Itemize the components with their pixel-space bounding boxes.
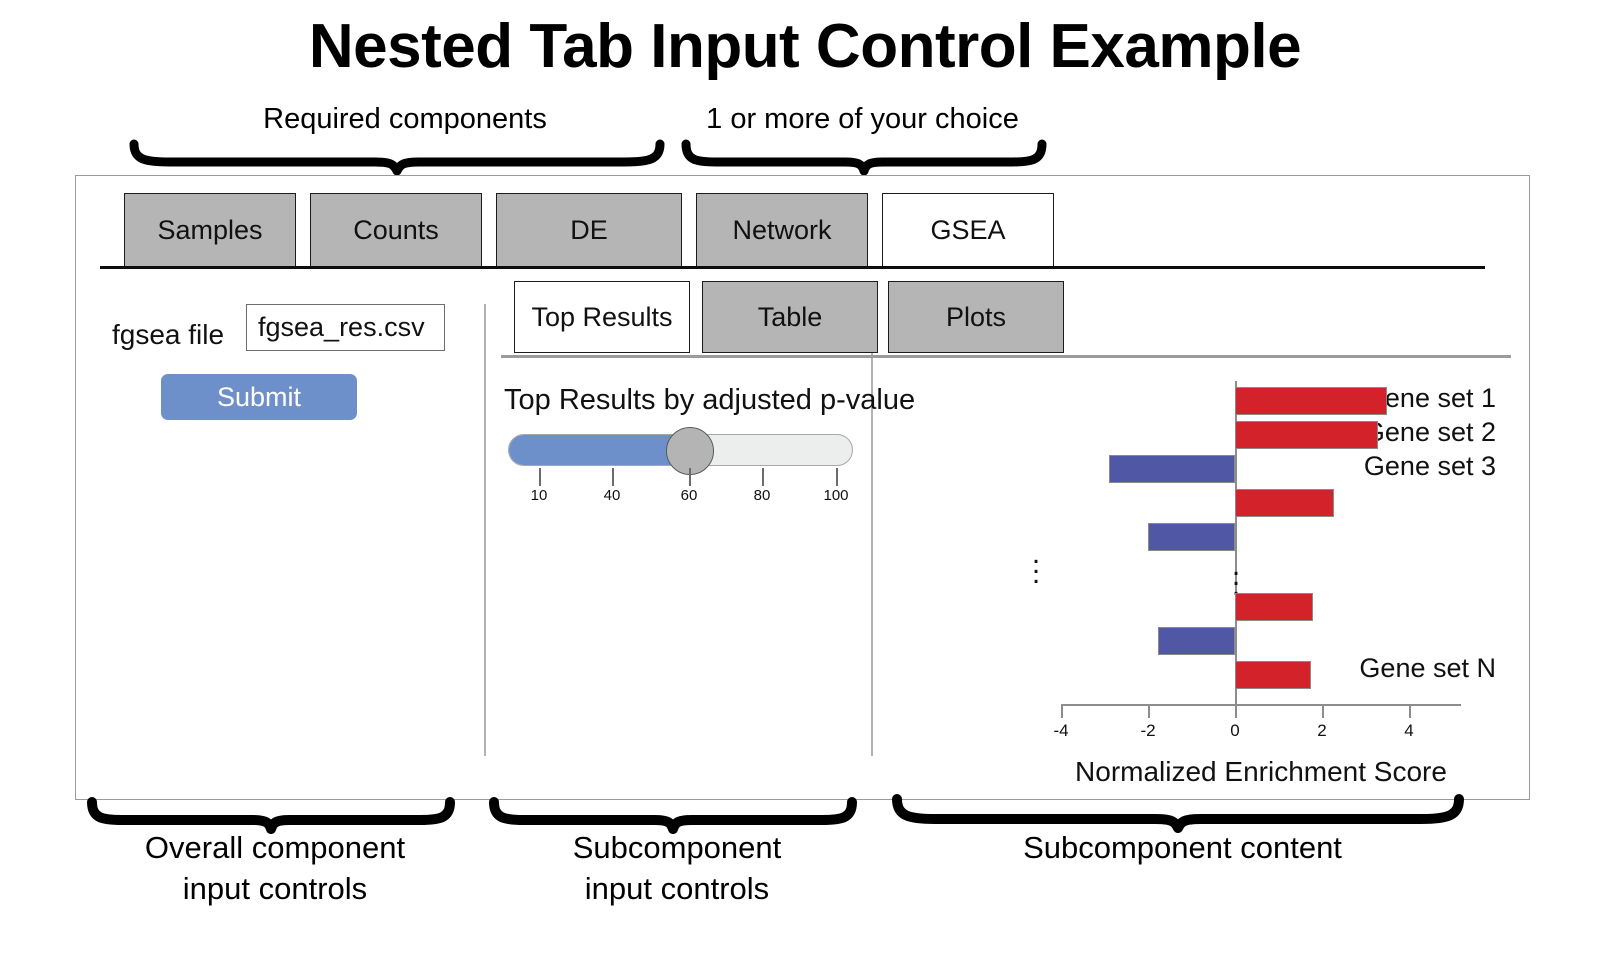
slider-knob[interactable] [666,427,714,475]
brace-one-or-more-choice-icon [681,139,1047,176]
subtab-top-results-label: Top Results [531,301,673,332]
submit-button[interactable]: Submit [161,374,357,420]
annotation-one-or-more-choice: 1 or more of your choice [706,103,1019,135]
divider-middle-right [871,304,873,756]
chart-x-tick [1235,706,1237,718]
slider-tick-mark [762,468,764,486]
chart-bar [1235,593,1313,621]
brace-subcomponent-input-icon [489,797,860,834]
subtab-plots-label: Plots [945,301,1007,332]
chart-x-tick-label: -4 [1053,721,1069,740]
brace-overall-component-icon [87,797,458,834]
slider-tick-mark [612,468,614,486]
chart-bar [1235,489,1334,517]
chart-x-tick-label: 2 [1317,721,1327,740]
fgsea-file-input[interactable]: fgsea_res.csv [246,304,445,351]
primary-tab-underline [100,266,1485,269]
chart-y-axis [1235,381,1238,706]
top-results-slider[interactable]: 10 40 60 80 100 [508,427,853,504]
chart-x-tick-label: 4 [1404,721,1414,740]
chart-x-axis-title: Normalized Enrichment Score [1075,756,1447,787]
tab-gsea[interactable]: GSEA [882,193,1054,268]
chart-bar [1148,523,1235,551]
annotation-overall-component-input-controls: Overall component input controls [144,830,406,906]
chart-category-label: Gene set N [1359,653,1496,683]
fgsea-file-label: fgsea file [112,319,225,350]
app-frame: Samples Counts DE Network GSEA fgsea fil… [75,175,1530,800]
tab-network-label: Network [732,215,832,245]
chart-category-label: Gene set 2 [1363,417,1496,447]
slider-tick-mark [539,468,541,486]
slider-track[interactable] [508,427,853,475]
page-title: Nested Tab Input Control Example [308,12,1302,81]
nes-bar-chart: Gene set 1 Gene set 2 Gene set 3 Gene se… [876,381,1496,787]
chart-bar [1158,627,1235,655]
chart-x-tick [1409,706,1411,718]
sub-tab-underline [501,355,1511,358]
tab-samples-label: Samples [157,215,263,245]
chart-bar [1109,455,1235,483]
tab-network[interactable]: Network [696,193,868,268]
annotation-subcomponent-content: Subcomponent content [1023,830,1342,865]
slider-tick-label: 100 [823,487,849,504]
tab-de[interactable]: DE [496,193,682,268]
chart-x-tick [1061,706,1063,718]
chart-category-ellipsis-icon: ... [1031,537,1041,591]
tab-samples[interactable]: Samples [124,193,296,268]
chart-x-tick [1322,706,1324,718]
slider-tick-mark [689,468,691,486]
tab-counts[interactable]: Counts [310,193,482,268]
slider-tick-label: 10 [530,487,548,504]
tab-counts-label: Counts [353,215,439,245]
slider-tick-mark [836,468,838,486]
brace-subcomponent-content-icon [892,794,1468,833]
slider-title: Top Results by adjusted p-value [504,384,916,416]
chart-bar [1235,387,1387,415]
slider-fill [509,435,689,465]
subtab-top-results[interactable]: Top Results [514,281,690,353]
chart-x-axis [1061,703,1461,706]
tab-gsea-label: GSEA [930,215,1006,245]
slider-tick-label: 40 [603,487,621,504]
slider-tick-label: 80 [753,487,771,504]
slider-tick-label: 60 [680,487,698,504]
annotation-subcomponent-input-controls: Subcomponent input controls [572,830,782,906]
chart-bar [1235,661,1311,689]
chart-series-ellipsis-icon: ... [1231,549,1241,603]
annotation-required-components: Required components [263,103,547,135]
chart-x-tick-label: -2 [1140,721,1156,740]
chart-x-tick-label: 0 [1230,721,1240,740]
divider-left-middle [484,304,486,756]
subtab-plots[interactable]: Plots [888,281,1064,353]
tab-de-label: DE [570,215,608,245]
subtab-table-label: Table [757,301,823,332]
brace-required-components-icon [129,139,665,176]
chart-category-label: Gene set 3 [1363,451,1496,481]
subtab-table[interactable]: Table [702,281,878,353]
chart-x-tick [1148,706,1150,718]
chart-plot-area: ... -4 -2 0 2 4 [1053,381,1461,740]
chart-bar [1235,421,1378,449]
